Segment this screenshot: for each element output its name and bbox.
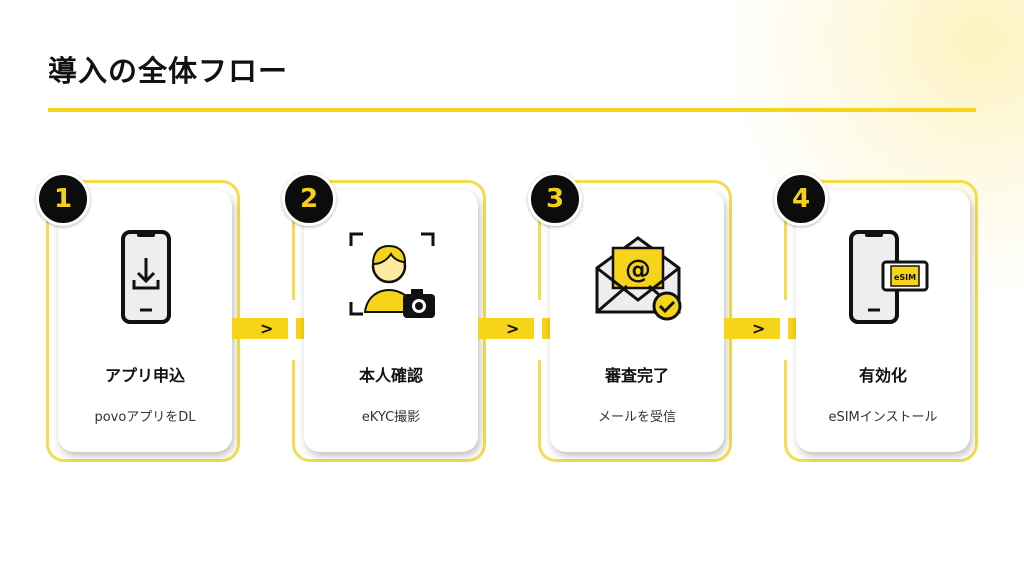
step-description: eSIMインストール: [828, 410, 938, 425]
phone-download-icon: [121, 230, 171, 324]
connector-arrow: >: [232, 318, 304, 339]
step-2: 本人確認 eKYC撮影 2: [282, 172, 488, 464]
step-number-badge: 4: [774, 172, 828, 226]
phone-esim-icon: eSIM: [849, 230, 929, 324]
step-1: アプリ申込 povoアプリをDL 1: [36, 172, 242, 464]
step-label: 本人確認: [358, 366, 423, 385]
step-label: 審査完了: [604, 366, 669, 385]
step-3: @ 審査完了 メールを受信 3: [528, 172, 734, 464]
step-label: アプリ申込: [104, 366, 185, 385]
chevron-right-icon: >: [752, 319, 766, 338]
step-number-badge: 2: [282, 172, 336, 226]
connector-arrow: >: [724, 318, 796, 339]
face-camera-icon: [349, 232, 435, 318]
step-card: 本人確認 eKYC撮影: [304, 190, 478, 452]
frame-gap: [288, 300, 296, 360]
step-description: povoアプリをDL: [94, 410, 196, 425]
svg-text:@: @: [625, 255, 651, 285]
step-description: eKYC撮影: [361, 410, 421, 425]
step-4: eSIM 有効化 eSIMインストール 4: [774, 172, 980, 464]
step-label: 有効化: [858, 366, 907, 385]
esim-chip-text: eSIM: [894, 273, 916, 282]
connector-arrow: >: [478, 318, 550, 339]
step-card: @ 審査完了 メールを受信: [550, 190, 724, 452]
frame-gap: [534, 300, 542, 360]
step-description: メールを受信: [597, 410, 676, 425]
title-underline: [48, 108, 976, 112]
step-number-badge: 1: [36, 172, 90, 226]
step-card: eSIM 有効化 eSIMインストール: [796, 190, 970, 452]
step-card: アプリ申込 povoアプリをDL: [58, 190, 232, 452]
chevron-right-icon: >: [506, 319, 520, 338]
step-number-badge: 3: [528, 172, 582, 226]
page-title: 導入の全体フロー: [48, 54, 289, 88]
mail-check-icon: @: [595, 236, 682, 321]
chevron-right-icon: >: [260, 319, 274, 338]
frame-gap: [780, 300, 788, 360]
